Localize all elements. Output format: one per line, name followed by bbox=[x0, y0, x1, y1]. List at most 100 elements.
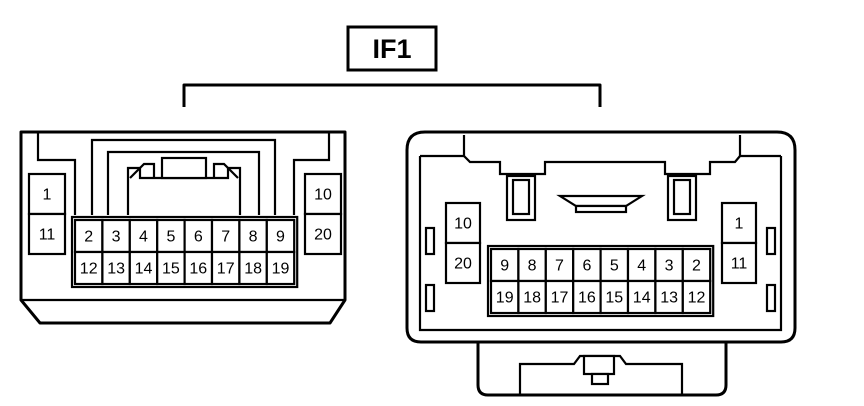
left-connector-latch-ramp-left bbox=[129, 162, 156, 179]
pin-cell-box bbox=[720, 241, 758, 285]
left-connector-right-step bbox=[292, 132, 331, 215]
pin-cell-box bbox=[681, 279, 712, 315]
pin-cell: 3 bbox=[654, 247, 684, 283]
pin-cell: 8 bbox=[517, 247, 547, 283]
pin-cell-box bbox=[210, 218, 241, 254]
pin-cell-box bbox=[720, 201, 758, 245]
right-connector-lock-button bbox=[582, 354, 616, 376]
pin-cell: 20 bbox=[303, 212, 343, 256]
pin-number: 20 bbox=[454, 256, 472, 273]
pin-cell: 17 bbox=[210, 250, 241, 286]
pin-number: 10 bbox=[454, 216, 472, 233]
pin-number: 11 bbox=[731, 256, 748, 273]
pin-number: 11 bbox=[39, 227, 56, 244]
pin-number: 19 bbox=[272, 261, 290, 278]
pin-cell-box bbox=[128, 250, 159, 286]
pin-number: 6 bbox=[194, 229, 203, 246]
pin-cell: 13 bbox=[654, 279, 684, 315]
left-connector-latch-tab bbox=[160, 156, 208, 180]
right-connector-latch-plate bbox=[574, 204, 628, 214]
pin-number: 3 bbox=[665, 258, 674, 275]
right-connector-top-steps bbox=[420, 135, 781, 158]
pin-cell: 6 bbox=[572, 247, 602, 283]
pin-number: 17 bbox=[551, 290, 569, 307]
pin-cell-box bbox=[156, 218, 186, 254]
pin-cell: 9 bbox=[265, 218, 296, 254]
pin-number: 17 bbox=[217, 261, 235, 278]
right-connector-guide-left-inner bbox=[511, 178, 531, 216]
pin-number: 1 bbox=[735, 216, 744, 233]
pin-number: 4 bbox=[139, 229, 148, 246]
pin-cell-box bbox=[73, 218, 104, 254]
pin-cell: 11 bbox=[720, 241, 758, 285]
pin-cell: 18 bbox=[238, 250, 268, 286]
pin-cell: 7 bbox=[210, 218, 241, 254]
right-connector-guide-right-inner bbox=[672, 178, 692, 216]
pin-cell: 1 bbox=[720, 201, 758, 245]
pin-number: 14 bbox=[633, 290, 651, 307]
pin-number: 7 bbox=[555, 258, 564, 275]
pin-cell-box bbox=[626, 279, 657, 315]
pin-number: 5 bbox=[166, 229, 175, 246]
left-connector-left-step bbox=[36, 132, 77, 215]
pin-cell-box bbox=[238, 250, 268, 286]
pin-number: 4 bbox=[637, 258, 646, 275]
left-connector-latch-inner bbox=[106, 150, 261, 215]
pin-cell: 13 bbox=[101, 250, 131, 286]
connector-title: IF1 bbox=[372, 34, 411, 64]
pin-cell-box bbox=[265, 250, 296, 286]
pin-number: 9 bbox=[276, 229, 285, 246]
pin-cell: 2 bbox=[73, 218, 104, 254]
right-connector-housing bbox=[405, 130, 797, 344]
pin-cell: 8 bbox=[238, 218, 268, 254]
pin-number: 16 bbox=[578, 290, 596, 307]
pin-cell: 15 bbox=[599, 279, 630, 315]
pin-cell: 7 bbox=[544, 247, 575, 283]
pin-cell: 3 bbox=[101, 218, 131, 254]
pin-number: 8 bbox=[528, 258, 537, 275]
pin-cell-box bbox=[265, 218, 296, 254]
pin-cell: 17 bbox=[544, 279, 575, 315]
pin-cell: 16 bbox=[183, 250, 214, 286]
pin-cell: 6 bbox=[183, 218, 214, 254]
right-connector-key-right-top bbox=[765, 226, 777, 256]
pin-number: 13 bbox=[660, 290, 678, 307]
pin-number: 20 bbox=[314, 227, 332, 244]
pin-cell: 12 bbox=[681, 279, 712, 315]
pin-cell-box bbox=[101, 250, 131, 286]
pin-cell: 5 bbox=[599, 247, 630, 283]
left-connector-latch-outer bbox=[90, 138, 277, 215]
pin-cell-box bbox=[572, 247, 602, 283]
pin-cell: 2 bbox=[681, 247, 712, 283]
pin-number: 1 bbox=[43, 187, 52, 204]
pin-cell: 12 bbox=[73, 250, 104, 286]
pin-cell-box bbox=[572, 279, 602, 315]
pin-cell-box bbox=[27, 212, 67, 256]
pin-cell-box bbox=[27, 172, 67, 216]
pin-number: 2 bbox=[692, 258, 701, 275]
right-connector-lock-tab bbox=[476, 342, 728, 397]
pin-number: 9 bbox=[500, 258, 509, 275]
right-connector-lock-stem bbox=[590, 372, 610, 386]
pin-number: 3 bbox=[112, 229, 121, 246]
pin-cell: 19 bbox=[265, 250, 296, 286]
right-connector-inner-wall bbox=[418, 156, 783, 332]
pin-cell-box bbox=[444, 241, 482, 285]
pin-number: 14 bbox=[135, 261, 153, 278]
pin-cell: 19 bbox=[489, 279, 520, 315]
title-bracket bbox=[182, 83, 602, 107]
pin-cell-box bbox=[183, 250, 214, 286]
pin-cell: 9 bbox=[489, 247, 520, 283]
pin-cell: 14 bbox=[128, 250, 159, 286]
pin-number: 6 bbox=[582, 258, 591, 275]
pin-cell: 10 bbox=[444, 201, 482, 245]
pin-cell: 1 bbox=[27, 172, 67, 216]
pin-number: 10 bbox=[314, 187, 332, 204]
pin-number: 7 bbox=[221, 229, 230, 246]
pin-cell: 5 bbox=[156, 218, 186, 254]
